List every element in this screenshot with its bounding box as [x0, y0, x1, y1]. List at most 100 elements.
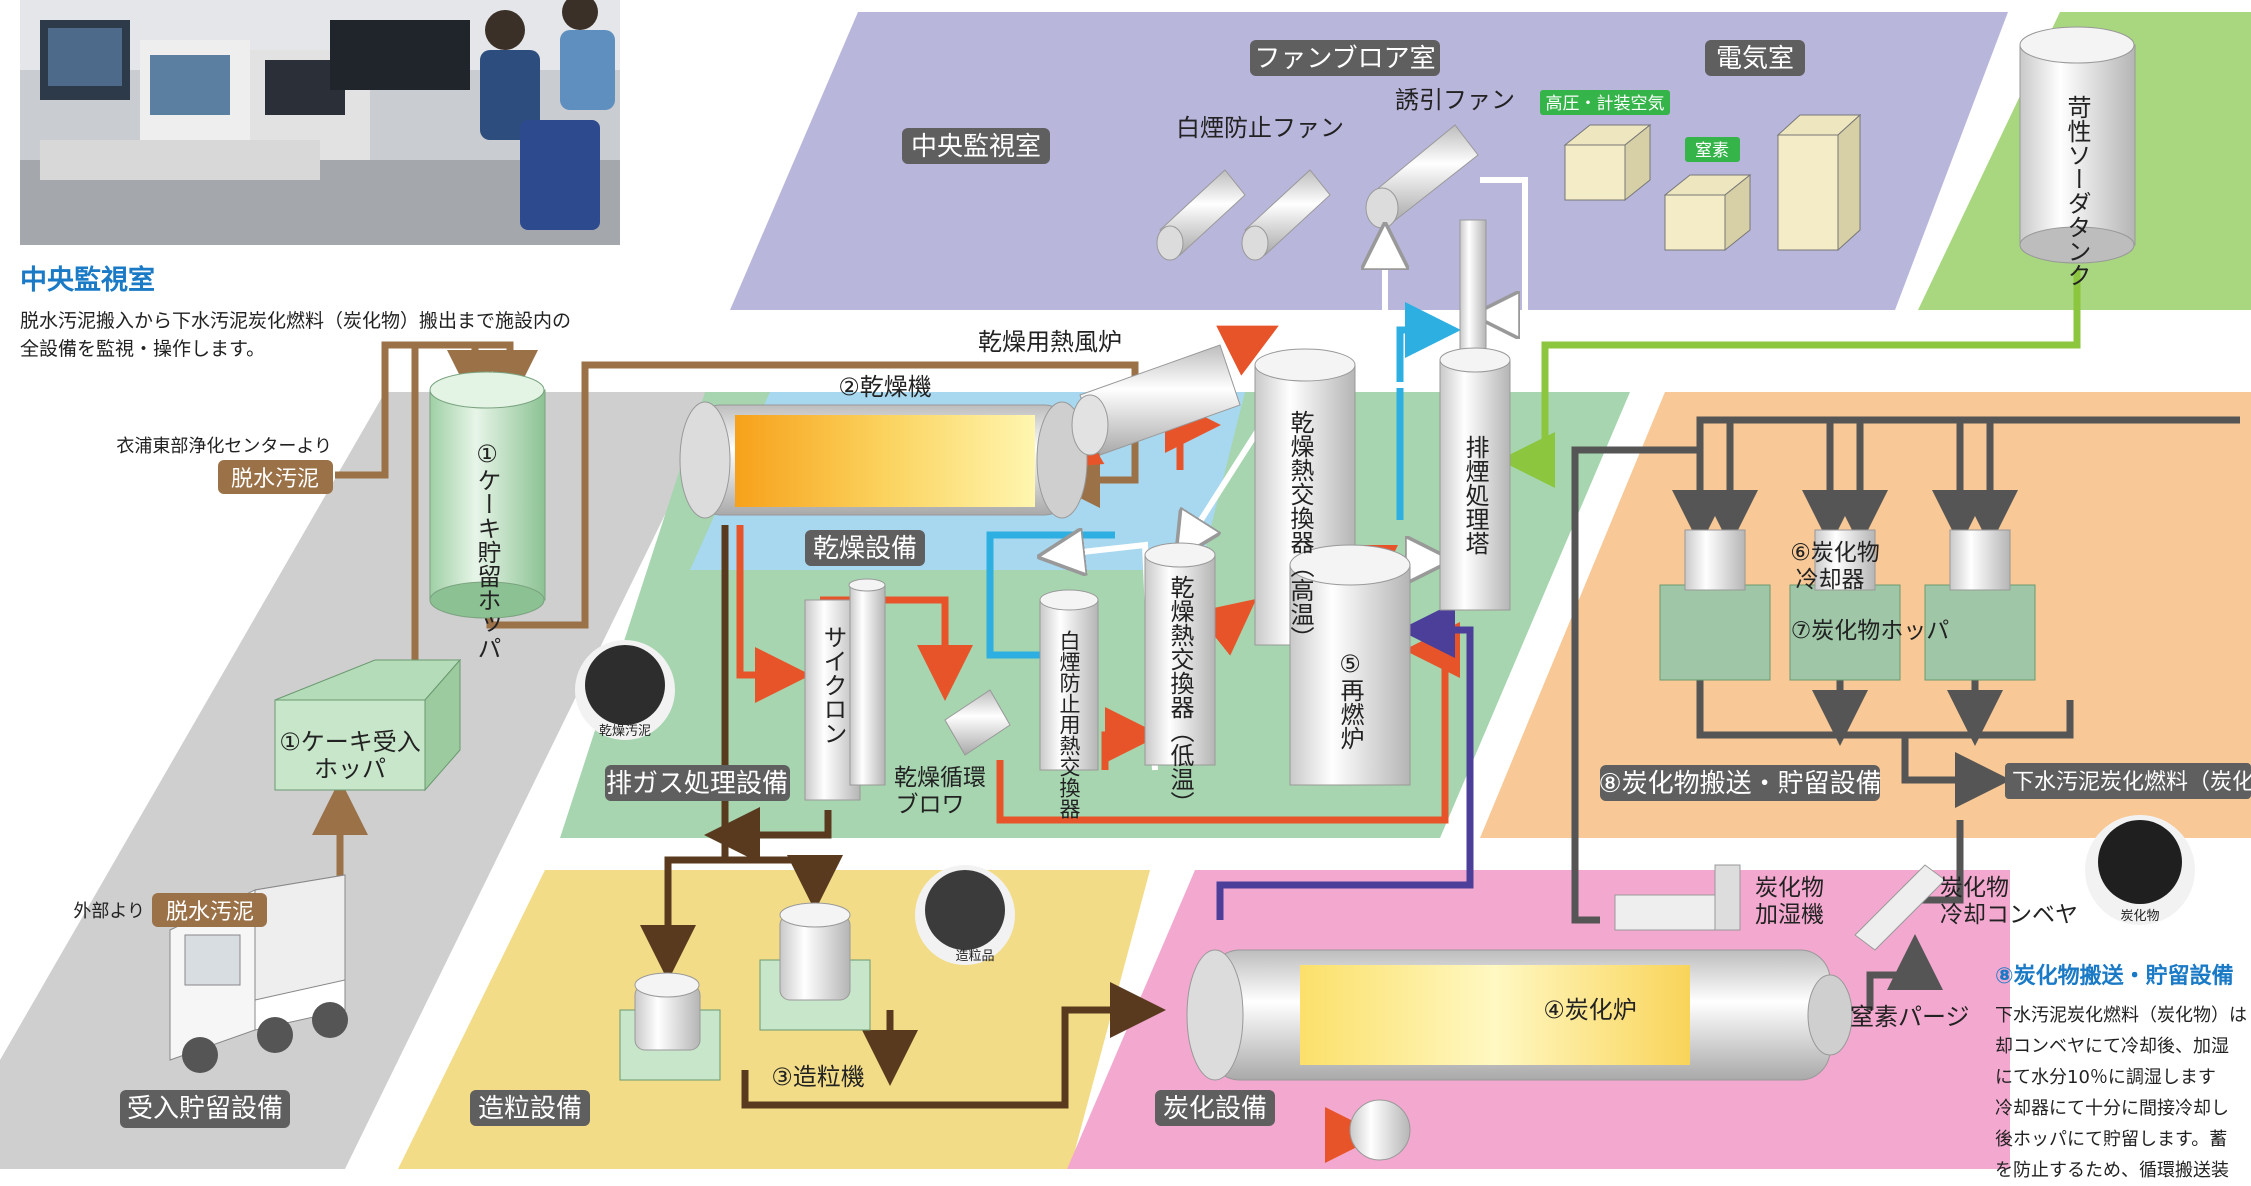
- high-pressure-air-label: 高圧・計装空気: [1546, 94, 1665, 114]
- side-description-line-6: を防止するため、循環搬送装: [1995, 1160, 2229, 1181]
- carbonization-area-title: 炭化設備: [1163, 1094, 1267, 1124]
- char-hopper-label: ⑦炭化物ホッパ: [1791, 618, 1950, 644]
- carbonization-furnace-label: ④炭化炉: [1543, 996, 1637, 1024]
- induced-fan: [1365, 124, 1479, 229]
- char-cooler-label-1: ⑥炭化物: [1790, 540, 1880, 566]
- caustic-tank-label: 苛性ソーダタンク: [2063, 95, 2091, 287]
- char-sample-label: 炭化物: [2120, 909, 2159, 924]
- granulator-1: [619, 972, 721, 1081]
- drying-circulation-blower: [944, 689, 1011, 756]
- char-sample: [2085, 815, 2195, 925]
- cyclone: [804, 578, 886, 801]
- dried-sludge-sample: [575, 640, 675, 740]
- drying-circulation-blower-label-2: ブロワ: [896, 792, 965, 818]
- char-cooler-hopper-1: [1659, 529, 1771, 681]
- receiving-area-title: 受入貯留設備: [127, 1094, 283, 1124]
- high-pressure-air-tag: [1540, 90, 1670, 115]
- char-cooler-hopper-2: [1789, 529, 1901, 681]
- source-east-label: 衣浦東部浄化センターより: [116, 436, 332, 457]
- cake-receiving-hopper-label-2: ホッパ: [314, 755, 386, 783]
- char-cooler-label-2: 冷却器: [1796, 567, 1865, 593]
- photo-caption: 中央監視室 脱水汚泥搬入から下水汚泥炭化燃料（炭化物）搬出まで施設内の 全設備を…: [20, 258, 660, 363]
- sludge-tag-2-plate: [152, 893, 267, 927]
- char-humidifier-label-2: 加湿機: [1755, 902, 1824, 928]
- granulated-sample-label: 造粒品: [955, 949, 994, 964]
- exhaust-tower-label: 排煙処理塔: [1461, 435, 1489, 555]
- nitrogen-label: 窒素: [1695, 141, 1729, 161]
- cake-storage-hopper: [429, 371, 546, 619]
- transport-area-plate: [1600, 765, 1880, 801]
- induced-fan-label: 誘引ファン: [1395, 86, 1515, 114]
- reburn-furnace-label: ⑤再燃炉: [1336, 650, 1364, 750]
- photo-caption-line-1: 脱水汚泥搬入から下水汚泥炭化燃料（炭化物）搬出まで施設内の: [20, 310, 572, 332]
- side-description-line-4: 冷却器にて十分に間接冷却し: [1995, 1098, 2229, 1119]
- drying-area-plate: [805, 530, 925, 566]
- drying-hot-air-furnace: [1071, 344, 1241, 456]
- drying-circulation-blower-label-1: 乾燥循環: [894, 765, 986, 791]
- sludge-tag-2: 脱水汚泥: [166, 900, 254, 925]
- char-cooling-conveyor-label-2: 冷却コンベヤ: [1940, 902, 2078, 928]
- carbonization-furnace: [1186, 949, 1853, 1161]
- side-description: ⑧炭化物搬送・貯留設備 下水汚泥炭化燃料（炭化物）は 却コンベヤにて冷却後、加湿…: [1995, 958, 2251, 1186]
- product-output-label: 下水汚泥炭化燃料（炭化物）: [2012, 770, 2251, 795]
- control-room-photo: [20, 0, 620, 245]
- char-cooling-conveyor: [1854, 864, 1946, 951]
- electrical-room-label: [1705, 40, 1805, 76]
- caustic-soda-tank: [2019, 26, 2136, 264]
- product-output-plate: [2005, 763, 2251, 799]
- electrical-room-title: 電気室: [1716, 44, 1794, 74]
- photo-caption-title: 中央監視室: [20, 265, 155, 296]
- side-description-line-2: 却コンベヤにて冷却後、加湿: [1995, 1036, 2229, 1057]
- nitrogen-unit: [1663, 173, 1752, 252]
- source-outside-label: 外部より: [73, 901, 145, 922]
- granulation-area-title: 造粒設備: [478, 1094, 582, 1124]
- dry-hx-high-label: 乾燥熱交換器（高温）: [1286, 410, 1314, 650]
- char-humidifier-label-1: 炭化物: [1755, 875, 1824, 901]
- transport-area-title: ⑧炭化物搬送・貯留設備: [1598, 769, 1881, 799]
- cyclone-label: サイクロン: [819, 625, 847, 745]
- exhaust-gas-line: [1216, 602, 1474, 920]
- char-humidifier: [1614, 864, 1741, 931]
- dry-hx-low: [1144, 542, 1216, 766]
- drying-hot-air-furnace-label: 乾燥用熱風炉: [978, 328, 1122, 356]
- char-cooler-hopper-3: [1924, 529, 2036, 681]
- cake-receiving-hopper-label-1: ①ケーキ受入: [279, 728, 421, 756]
- high-pressure-air-unit: [1563, 123, 1652, 202]
- granule-lines: [640, 525, 1166, 1109]
- dryer: [679, 401, 1088, 519]
- exhaust-area-title: 排ガス処理設備: [606, 769, 788, 799]
- white-smoke-hx-label: 白煙防止用熱交換器: [1057, 630, 1081, 819]
- cake-storage-hopper-label: ①ケーキ貯留ホッパ: [473, 440, 501, 660]
- side-description-line-3: にて水分10％に調湿します: [1995, 1067, 2216, 1088]
- photo-caption-line-2: 全設備を監視・操作します。: [20, 338, 266, 360]
- granulated-sample: [915, 865, 1015, 965]
- white-smoke-fan-1: [1156, 169, 1246, 261]
- sludge-tag-1: 脱水汚泥: [231, 467, 319, 492]
- fan-blower-room-label: [1250, 40, 1440, 76]
- drying-area-title: 乾燥設備: [813, 534, 917, 564]
- reburn-furnace: [1289, 544, 1411, 786]
- side-description-line-5: 後ホッパにて貯留します。蓄: [1995, 1129, 2228, 1150]
- cake-receiving-hopper: [274, 658, 462, 792]
- electrical-panel: [1776, 113, 1862, 252]
- sludge-tag-1-plate: [218, 460, 333, 494]
- dry-hx-low-label: 乾燥熱交換器（低温）: [1166, 575, 1194, 815]
- exhaust-area-plate: [605, 765, 790, 801]
- dried-sludge-sample-label: 乾燥汚泥: [599, 724, 651, 739]
- nitrogen-tag: [1685, 137, 1740, 162]
- side-description-line-1: 下水汚泥炭化燃料（炭化物）は: [1995, 1005, 2247, 1026]
- fan-blower-room-title: ファンブロア室: [1254, 44, 1435, 74]
- granulator-label: ③造粒機: [771, 1063, 865, 1091]
- char-lines: [1571, 416, 2240, 1010]
- central-room-label: [902, 128, 1050, 164]
- receiving-area-plate: [120, 1090, 290, 1128]
- truck: [169, 874, 348, 1073]
- white-smoke-fan-label: 白煙防止ファン: [1176, 114, 1344, 142]
- caustic-line: [1499, 270, 2081, 488]
- sludge-lines: [312, 341, 1139, 885]
- granulator-2: [759, 902, 871, 1031]
- char-cooling-conveyor-label-1: 炭化物: [1940, 875, 2009, 901]
- side-description-title: ⑧炭化物搬送・貯留設備: [1995, 964, 2234, 989]
- central-room-title: 中央監視室: [911, 132, 1041, 162]
- white-smoke-hx: [1039, 589, 1099, 771]
